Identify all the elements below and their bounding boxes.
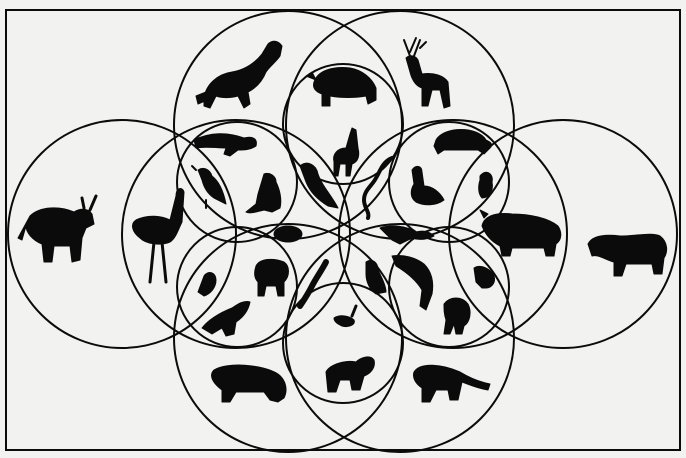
bird-icon (192, 166, 226, 208)
crocodile-icon (392, 255, 433, 310)
snake-icon (364, 158, 392, 218)
jackal-icon (444, 298, 470, 334)
weasel-icon (194, 134, 256, 156)
parrot-icon (300, 163, 338, 208)
beetle-icon (274, 226, 302, 242)
ox-icon (588, 234, 667, 276)
horse-icon (196, 41, 282, 108)
bear-icon (212, 365, 286, 402)
goose-icon (411, 166, 444, 204)
circle-far-right (449, 120, 677, 348)
circle-top-right (286, 11, 514, 239)
rabbit-icon (334, 306, 356, 327)
yak-icon (18, 196, 96, 262)
dog-icon (326, 357, 374, 392)
fox-icon (380, 226, 434, 244)
lizard-icon (300, 262, 326, 306)
tiger-icon (413, 365, 490, 402)
llama-icon (334, 128, 359, 176)
boar-icon (306, 68, 376, 106)
kangaroo-icon (246, 173, 281, 212)
perched-bird-icon (198, 273, 216, 296)
ostrich-icon (133, 189, 184, 282)
sheep-icon (255, 259, 289, 296)
small-bird-icon (479, 172, 493, 198)
circle-bottom-left (174, 224, 402, 452)
deer-icon (404, 38, 450, 108)
rhinoceros-icon (480, 210, 561, 256)
circle-top-left (174, 11, 402, 239)
